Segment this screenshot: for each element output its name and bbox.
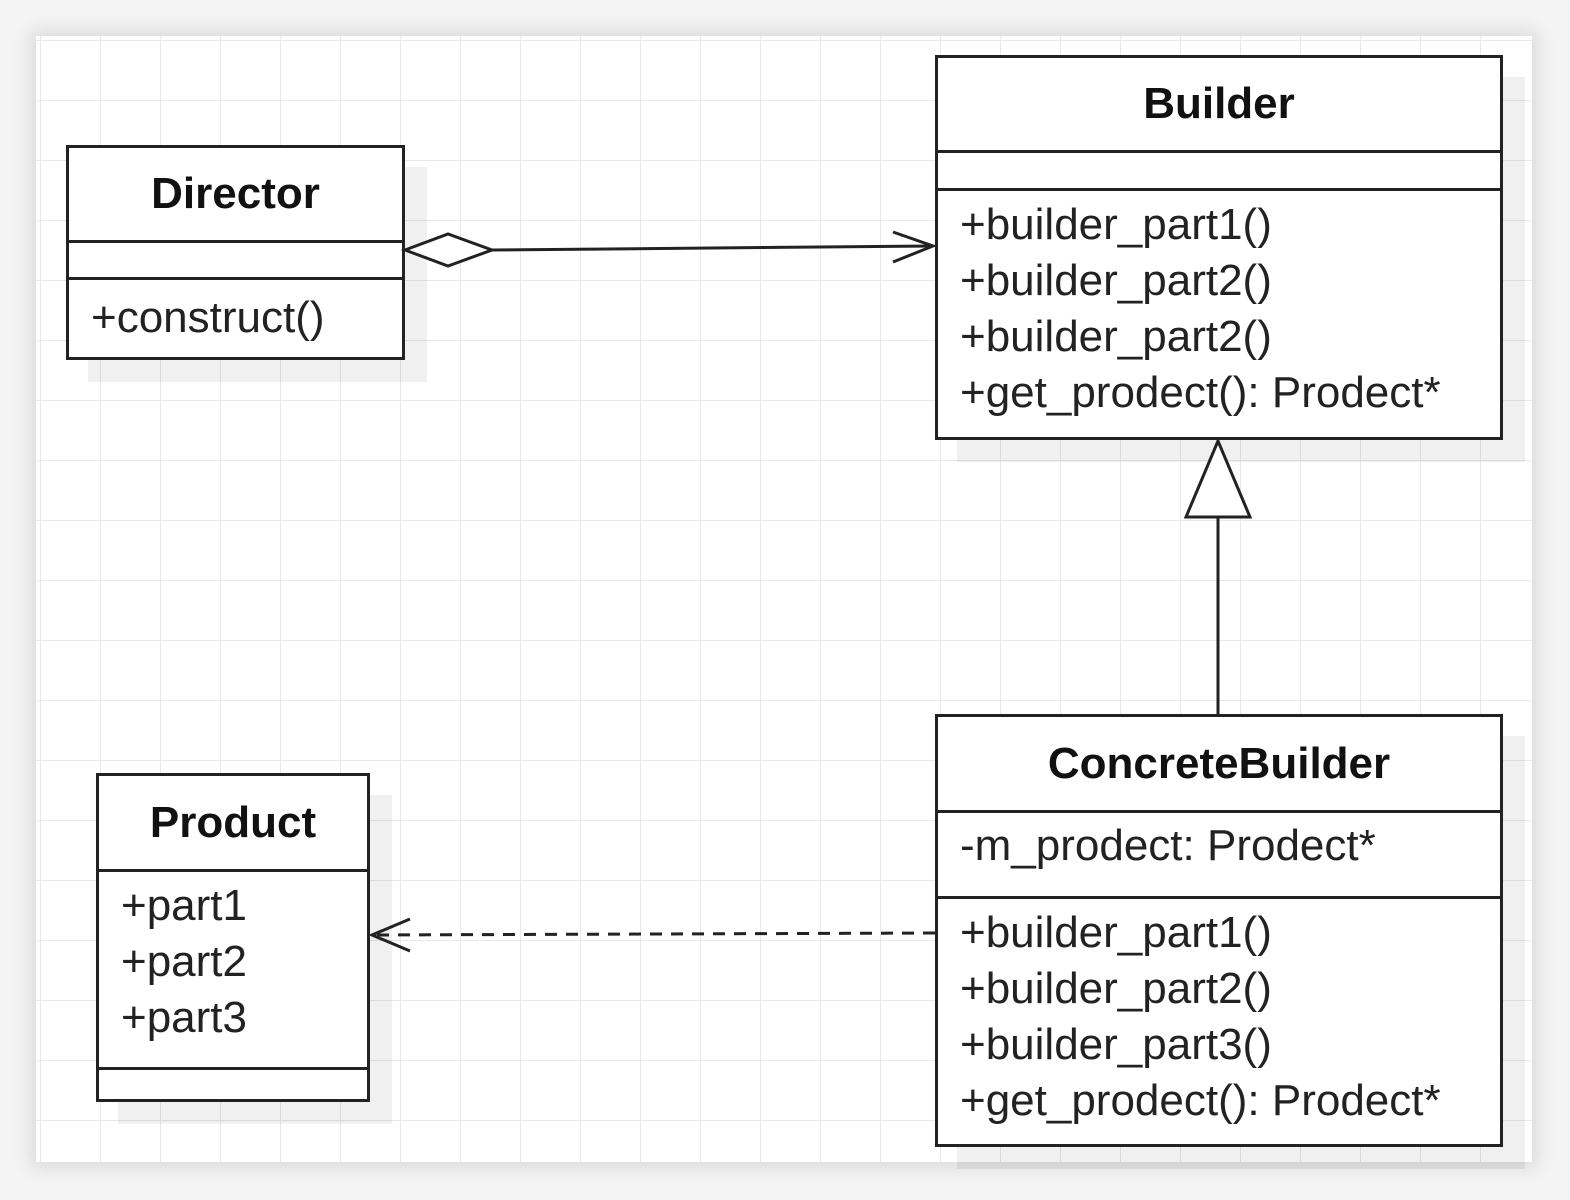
attribute: -m_prodect: Prodect*: [960, 821, 1376, 870]
class-concrete-builder[interactable]: ConcreteBuilder -m_prodect: Prodect* +bu…: [935, 714, 1503, 1147]
class-director[interactable]: Director +construct(): [66, 145, 405, 360]
method: +builder_part1(): [960, 908, 1272, 957]
dependency-line: [371, 931, 936, 937]
aggregation-line: [491, 244, 934, 252]
attributes-section: -m_prodect: Prodect*: [938, 813, 1500, 899]
class-name: ConcreteBuilder: [938, 717, 1500, 813]
method: +construct(): [91, 293, 325, 342]
methods-section: +construct(): [69, 280, 402, 346]
attribute: +part1: [121, 881, 247, 930]
method: +builder_part3(): [960, 1020, 1272, 1069]
attributes-section: +part1 +part2 +part3: [99, 872, 367, 1070]
methods-section: +builder_part1() +builder_part2() +build…: [938, 899, 1500, 1129]
open-arrowhead-icon: [892, 230, 938, 264]
method: +get_prodect(): Prodect*: [960, 1076, 1441, 1125]
inheritance-concrete-builder-builder[interactable]: [1183, 437, 1253, 714]
method: +builder_part2(): [960, 964, 1272, 1013]
class-name: Product: [99, 776, 367, 872]
aggregation-diamond-icon: [400, 232, 497, 268]
class-name: Director: [69, 148, 402, 243]
attribute: +part3: [121, 993, 247, 1042]
open-arrowhead-icon: [368, 917, 411, 953]
class-builder[interactable]: Builder +builder_part1() +builder_part2(…: [935, 55, 1503, 440]
method: +builder_part1(): [960, 200, 1272, 249]
methods-section: +builder_part1() +builder_part2() +build…: [938, 191, 1500, 421]
class-name: Builder: [938, 58, 1500, 153]
class-product[interactable]: Product +part1 +part2 +part3: [96, 773, 370, 1102]
dependency-concrete-builder-product[interactable]: [368, 917, 936, 953]
method: +builder_part2(): [960, 256, 1272, 305]
method: +builder_part2(): [960, 312, 1272, 361]
aggregation-director-builder[interactable]: [400, 230, 938, 268]
attributes-section: [938, 153, 1500, 191]
inheritance-triangle-icon: [1183, 437, 1253, 519]
attributes-section: [69, 243, 402, 280]
attribute: +part2: [121, 937, 247, 986]
method: +get_prodect(): Prodect*: [960, 368, 1441, 417]
